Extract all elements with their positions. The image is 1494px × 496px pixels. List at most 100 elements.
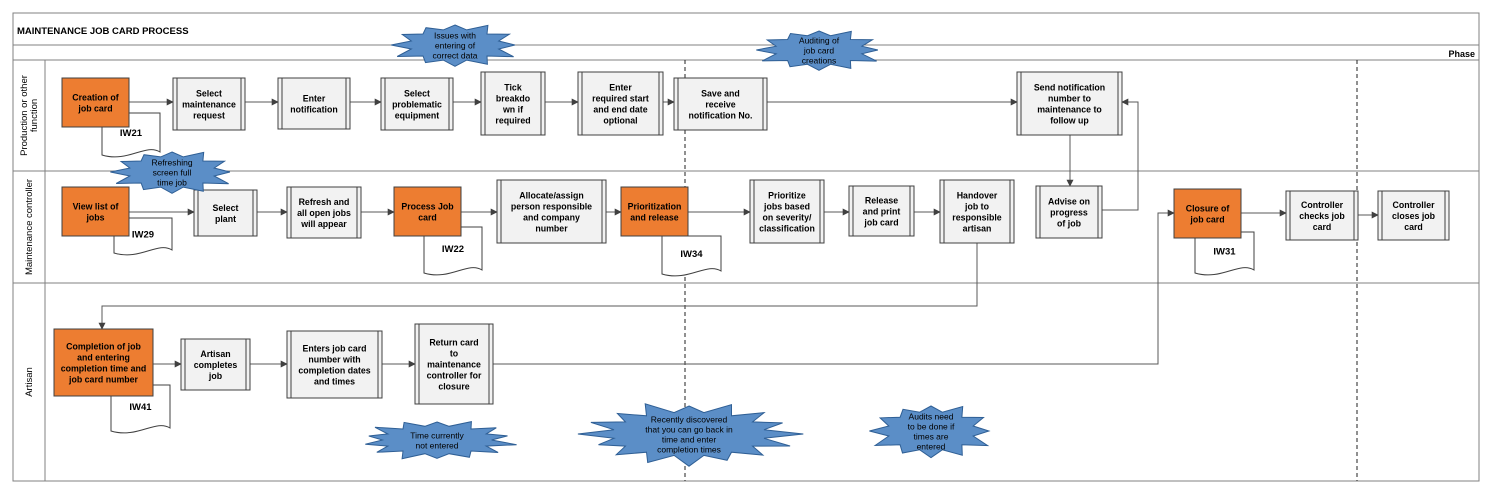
step-label: Advise on [1048,197,1090,207]
step-label: Artisan [200,349,230,359]
step-label: Controller [1301,200,1344,210]
step-label: card [1313,222,1332,232]
step-label: Select [404,89,430,99]
step-label: required [495,116,530,126]
step-label: and entering [77,353,130,363]
document-shape [1194,231,1255,276]
process-box [180,338,251,391]
callout-text: entered [917,442,946,452]
step-label: and times [314,377,355,387]
step-label: follow up [1050,116,1089,126]
step-label: job card [77,104,112,114]
step-label: all open jobs [297,208,351,218]
start-event-box [61,77,130,128]
step-label: maintenance [182,100,236,110]
start-event-box [53,328,154,397]
callout-burst [869,405,991,459]
callout-burst [756,30,879,71]
phase-label: Phase [1448,49,1475,59]
start-event-box [61,186,130,237]
step-label: job card [1189,215,1224,225]
step-label: Closure of [1186,204,1230,214]
step-label: Tick [504,83,522,93]
lane-label-text: Artisan [24,367,35,397]
start-event-box [620,186,689,237]
lane-label-art: Artisan [24,367,35,397]
document-iw34: IW34 [661,235,722,277]
diagram-title: MAINTENANCE JOB CARD PROCESS [17,26,189,37]
callout-burst [391,24,516,67]
step-label: wn if [502,105,523,115]
process-box [380,77,454,131]
step-label: job [208,371,223,381]
step-label: closure [438,382,469,392]
document-iw41: IW41 [110,384,171,434]
document-label: IW21 [120,128,143,139]
step-label: closes job [1392,211,1436,221]
step-label: job card number [68,375,138,385]
step-label: request [193,111,225,121]
callout-text: Auditing of [799,36,840,46]
step-label: Refresh and [299,197,350,207]
step-label: problematic [392,100,442,110]
step-label: job card [863,218,898,228]
step-label: jobs [85,213,104,223]
process-box [172,77,246,131]
process-box [1285,190,1359,241]
step-label: number with [308,355,360,365]
connector-arrow [98,243,978,330]
document-label: IW22 [442,244,464,255]
process-box [939,179,1015,244]
step-label: of job [1057,219,1082,229]
step-label: completion time and [61,364,147,374]
process-box [496,179,607,244]
step-label: number [535,224,568,234]
step-label: Enters job card [302,344,366,354]
callout-text: correct data [433,51,478,61]
document-label: IW34 [680,249,703,260]
step-label: Enter [303,94,326,104]
callout-text: not entered [415,441,458,451]
process-box [414,323,494,405]
callout-text: job card [803,46,835,56]
step-label: card [1404,222,1423,232]
step-label: and end date [593,105,647,115]
callout-burst [365,420,517,460]
lane-label-text: function [29,99,40,132]
document-label: IW31 [1213,247,1236,258]
connector-arrow [493,209,1175,365]
document-iw31: IW31 [1194,231,1255,276]
step-label: Prioritization [628,202,682,212]
step-label: Allocate/assign [519,191,584,201]
step-label: job to [964,202,990,212]
step-label: required start [592,94,649,104]
step-label: progress [1050,208,1088,218]
connector-arrow [1102,98,1139,211]
step-label: and release [630,213,679,223]
callout-text: entering of [435,41,476,51]
document-label: IW41 [129,402,152,413]
process-box [673,77,768,131]
step-label: View list of [73,202,119,212]
document-shape [423,226,483,276]
step-label: completes [194,360,238,370]
step-label: classification [759,224,815,234]
step-label: and company [523,213,580,223]
